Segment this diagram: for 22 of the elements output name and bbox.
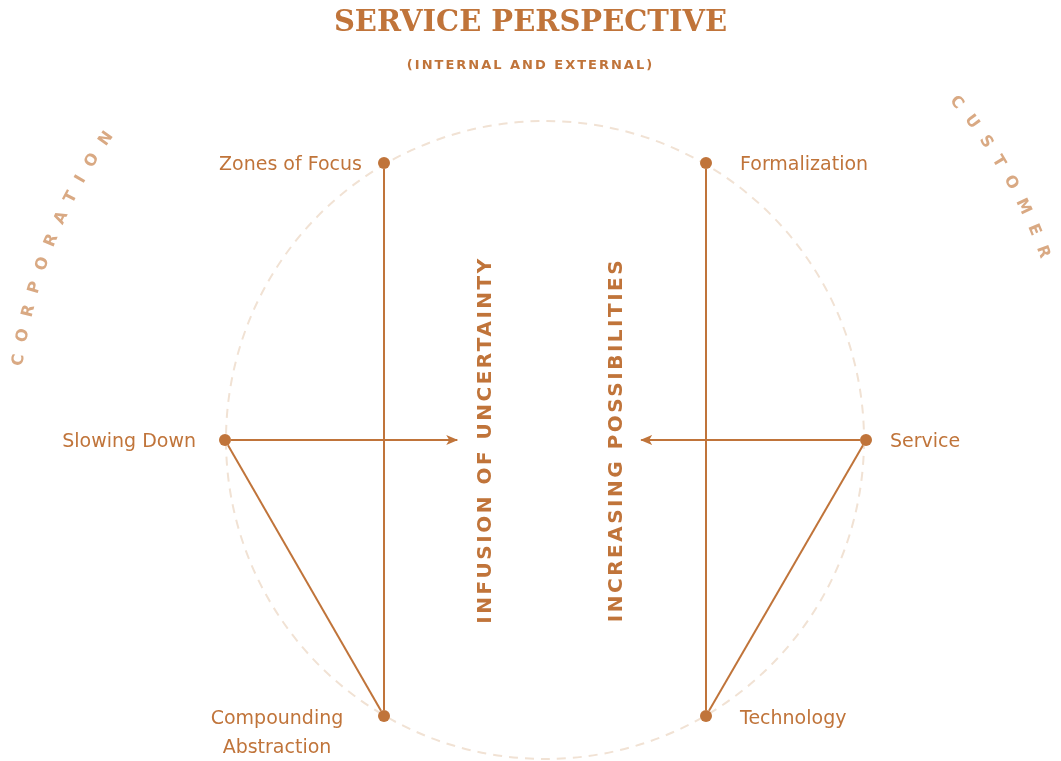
point-label: Formalization [740,151,869,176]
point-dot [378,157,390,169]
point-dot [378,710,390,722]
point-label: Zones of Focus [219,151,362,176]
connector-line [227,444,382,712]
subtitle: (INTERNAL AND EXTERNAL) [406,57,655,72]
connector-line [383,168,385,711]
vertical-label: INCREASING POSSIBILITIES [603,257,628,623]
point-label: Compounding Abstraction [209,705,345,759]
arrow [640,435,861,445]
point-dot [700,157,712,169]
title: SERVICE PERSPECTIVE [332,4,729,38]
point-label: Slowing Down [62,428,196,453]
connector-line [708,444,864,712]
connector-line [705,168,707,711]
point-dot [700,710,712,722]
point-dot [219,434,231,446]
point-dot [860,434,872,446]
point-label: Technology [740,705,847,730]
point-label: Service [890,428,961,453]
vertical-label: INFUSION OF UNCERTAINTY [471,256,496,624]
arrow [230,435,459,445]
